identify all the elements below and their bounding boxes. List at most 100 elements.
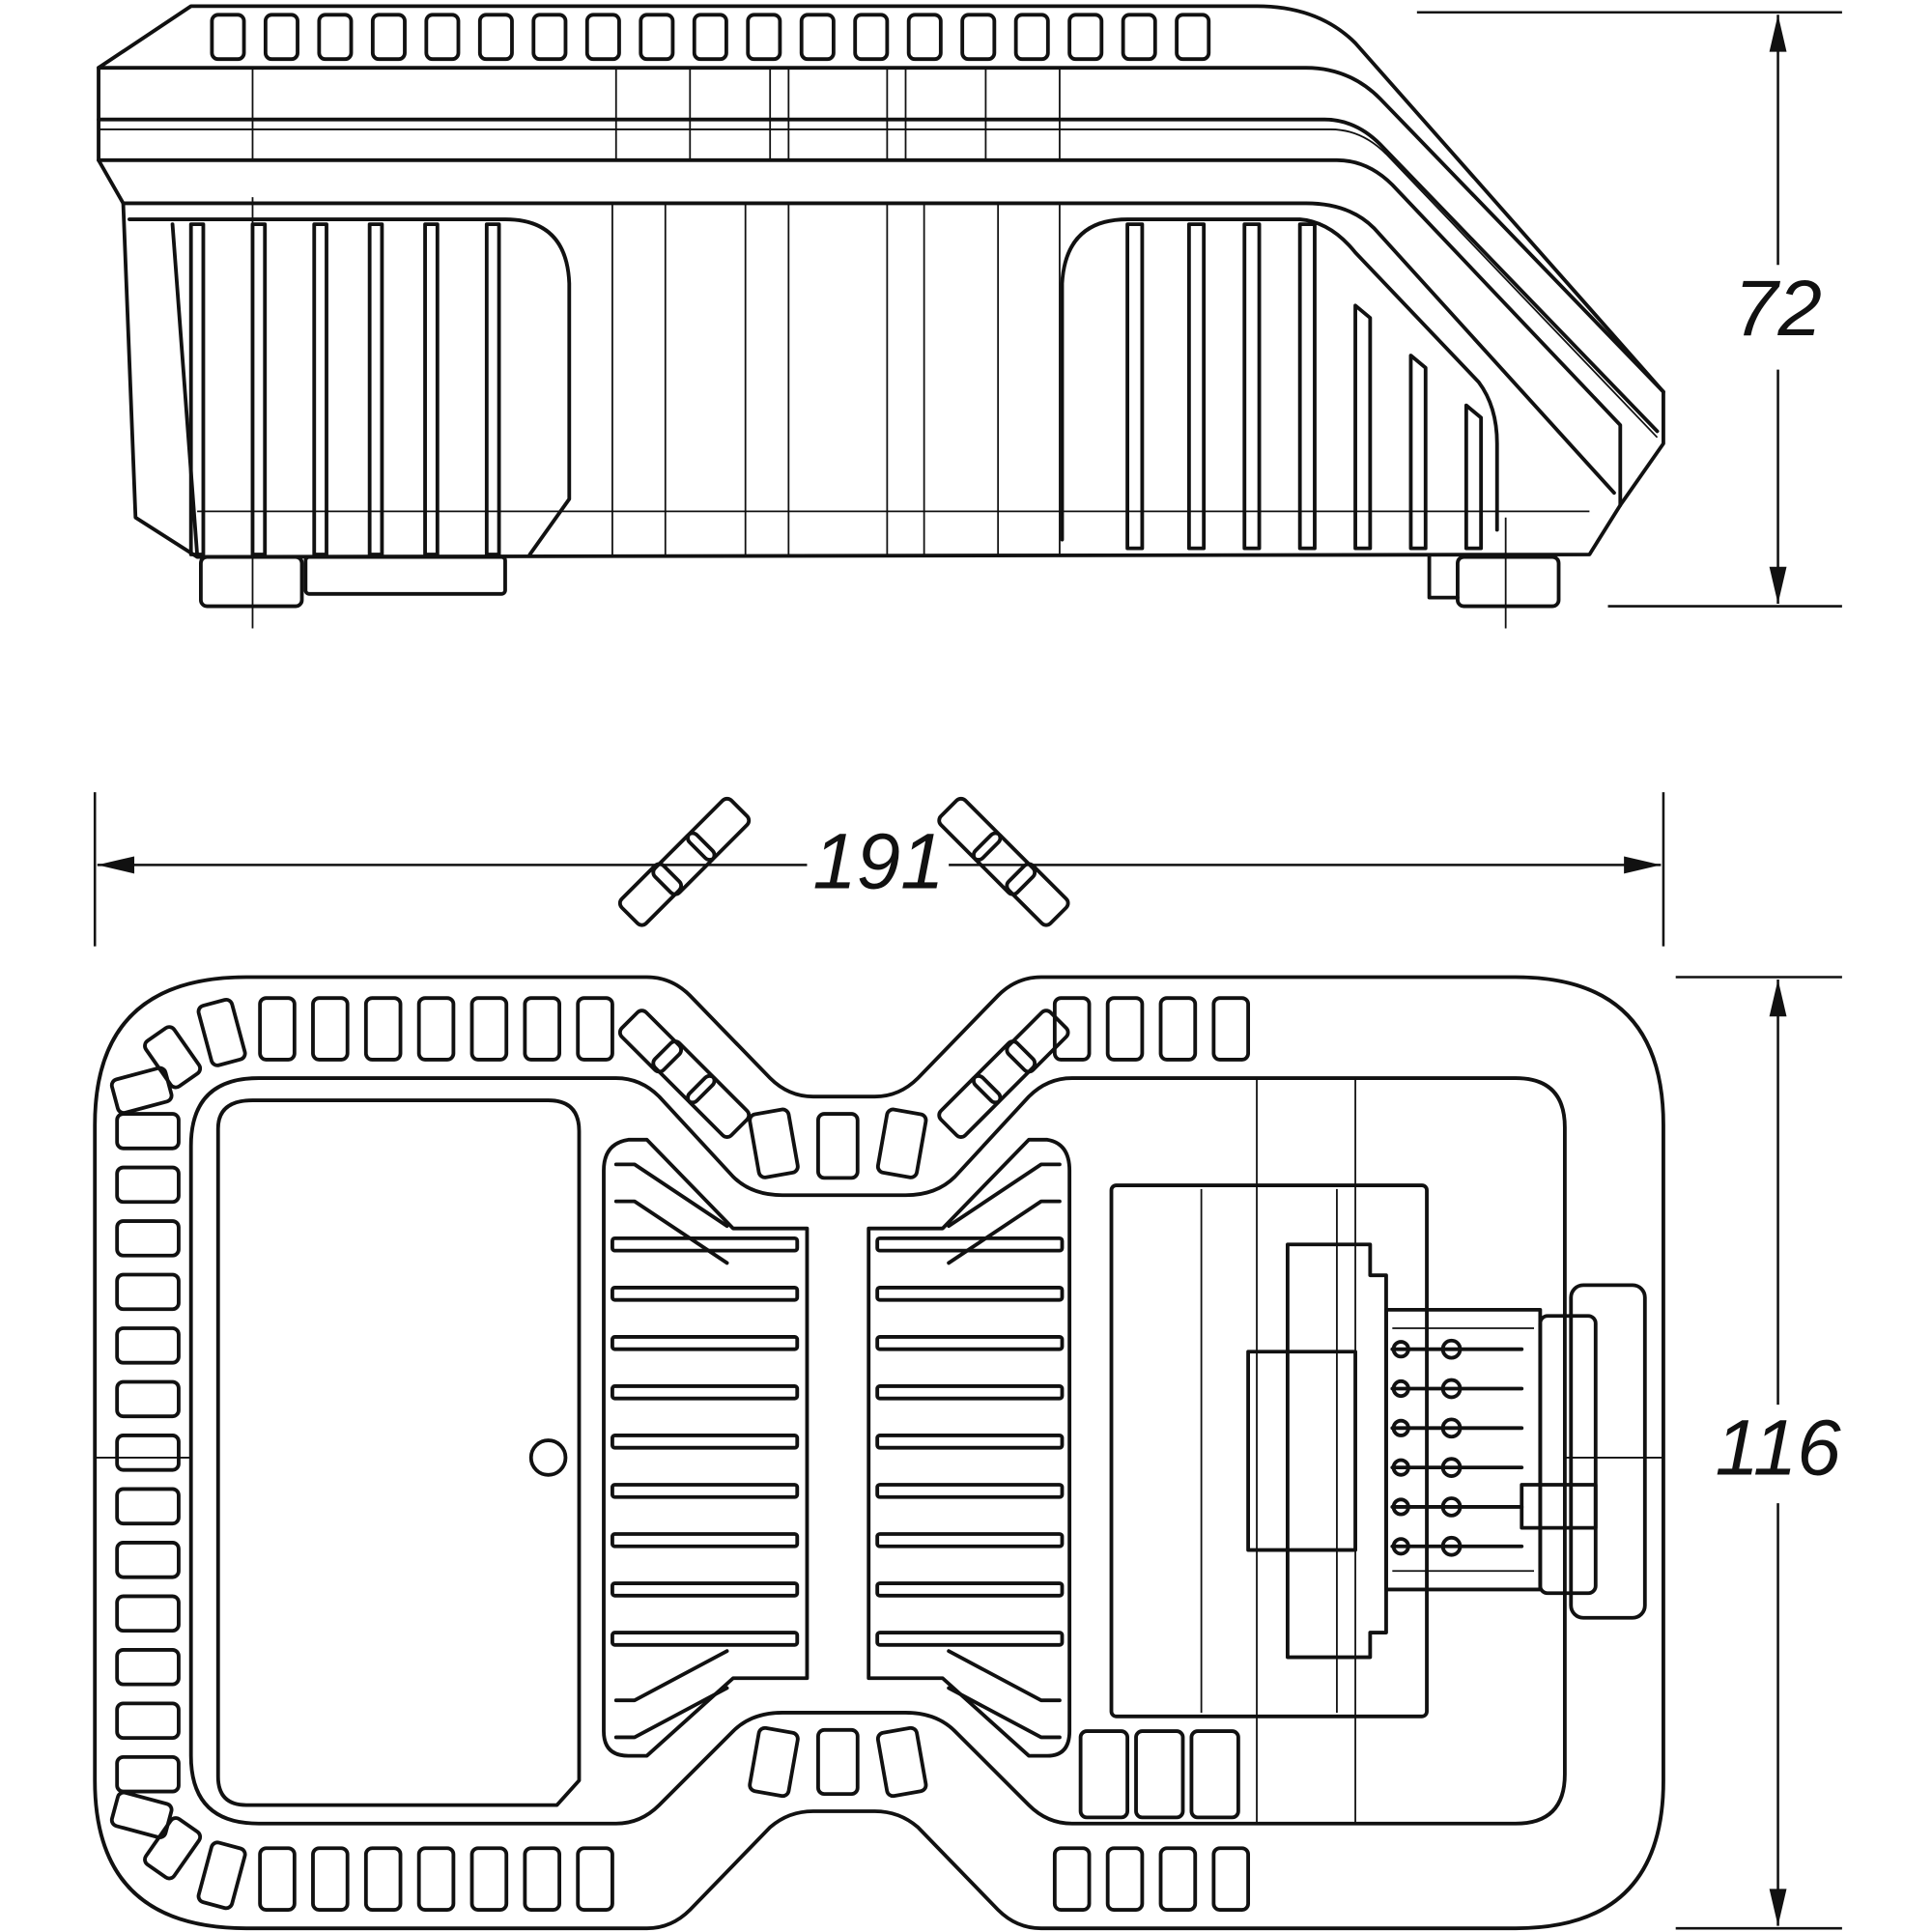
vent-slot [196, 1840, 247, 1911]
grille-fin [613, 1686, 729, 1740]
vent-slot [424, 13, 461, 62]
side-foot-left [198, 554, 304, 609]
vent-slot [109, 1065, 174, 1115]
terminal-pin [1440, 1378, 1463, 1400]
vent-slot [651, 1039, 717, 1105]
connector-latch [1246, 1350, 1357, 1552]
vent-slot [1067, 13, 1104, 62]
grille-fin [1408, 354, 1428, 551]
vent-slot [1105, 1846, 1145, 1912]
vent-slot [1005, 1009, 1070, 1074]
grille-fin [611, 1483, 800, 1499]
vent-slot [115, 1754, 181, 1794]
grille-fin [1186, 222, 1207, 551]
vent-slot [115, 1701, 181, 1741]
terminal-clip [1520, 1483, 1598, 1530]
vent-slot [651, 831, 717, 896]
dimension-height-label: 72 [1734, 265, 1822, 353]
vent-slot [317, 13, 354, 62]
vent-slot [1013, 13, 1050, 62]
grille-fin [1297, 222, 1317, 551]
battery-slot [1109, 1183, 1429, 1719]
vent-slot [115, 1219, 181, 1258]
vent-slot [799, 13, 836, 62]
vent-slot [748, 1725, 800, 1799]
vent-slot [143, 1025, 203, 1090]
side-band-4 [121, 201, 1616, 496]
terminal-contacts [1390, 1327, 1535, 1573]
vent-slot [617, 1009, 684, 1074]
vent-slot [853, 13, 890, 62]
grille-fin [875, 1532, 1065, 1548]
status-window-1 [1078, 1729, 1130, 1820]
left-fin-grille-frame [602, 1137, 810, 1758]
vent-slot [875, 1107, 928, 1179]
side-foot-middle [303, 554, 507, 596]
terminal-pin [1391, 1537, 1410, 1556]
top-inner-outline [188, 1076, 1567, 1826]
vent-slot [617, 862, 684, 927]
dimension-width-label: 116 [1715, 1405, 1841, 1492]
vent-slot [523, 1846, 561, 1912]
side-foot-right [1456, 554, 1561, 609]
vent-slot [1158, 1846, 1198, 1912]
vent-slot [584, 13, 621, 62]
connector-housing [1285, 1242, 1388, 1660]
vent-slot [1211, 1846, 1251, 1912]
grille-fin [875, 1483, 1065, 1499]
grille-fin [875, 1285, 1065, 1302]
vent-slot [143, 1816, 203, 1881]
vent-slot [115, 1541, 181, 1579]
terminal-rail [1392, 1327, 1535, 1573]
status-window-3 [1189, 1729, 1240, 1820]
terminal-pin [1391, 1458, 1410, 1477]
grille-fin [875, 1384, 1065, 1401]
grille-fin [613, 1649, 729, 1703]
vent-slot [523, 996, 561, 1062]
dimension-length: 191 [93, 792, 1665, 947]
vent-slot [196, 997, 247, 1067]
grille-fin [1125, 222, 1145, 551]
vent-slot [311, 996, 350, 1062]
vent-slot [1105, 996, 1145, 1062]
terminal-pin [1440, 1417, 1463, 1439]
right-fin-grille-frame [867, 1137, 1072, 1758]
vent-slot [115, 1379, 181, 1419]
vent-slot [115, 1165, 181, 1205]
grille-fin [188, 222, 206, 556]
side-band-1 [97, 66, 1665, 394]
side-right-grille-frame [1060, 217, 1499, 542]
side-grille-fins [188, 222, 1484, 556]
grille-fin [611, 1285, 800, 1302]
grille-fin [367, 222, 384, 556]
grille-fin [423, 222, 440, 556]
grille-fin [312, 222, 328, 556]
vent-slot [816, 1727, 860, 1797]
vent-slot [416, 1846, 456, 1912]
terminal-cover [1569, 1283, 1647, 1620]
vent-slot [639, 13, 675, 62]
vent-slot [816, 1112, 860, 1180]
terminal-pin [1440, 1338, 1463, 1360]
vent-slot [937, 796, 1003, 862]
vent-slot [686, 1073, 752, 1139]
terminal-pin [1440, 1457, 1463, 1478]
vent-slot [115, 1647, 181, 1687]
vent-slot [115, 1594, 181, 1634]
grille-fin [611, 1384, 800, 1401]
side-top-vents [210, 13, 1211, 62]
grille-fin [611, 1335, 800, 1351]
grille-fin [611, 1236, 800, 1253]
vent-slot [109, 1790, 174, 1839]
dimension-length-label: 191 [812, 818, 944, 906]
grille-fin [611, 1631, 800, 1647]
vent-slot [960, 13, 997, 62]
vent-slot [875, 1725, 928, 1799]
grille-fin [875, 1434, 1065, 1450]
dimension-width: 116 [1675, 976, 1842, 1930]
vent-slot [576, 1846, 614, 1912]
terminal-cover-inner [1538, 1314, 1598, 1596]
vent-slot [576, 996, 614, 1062]
terminal-pin [1440, 1535, 1463, 1557]
